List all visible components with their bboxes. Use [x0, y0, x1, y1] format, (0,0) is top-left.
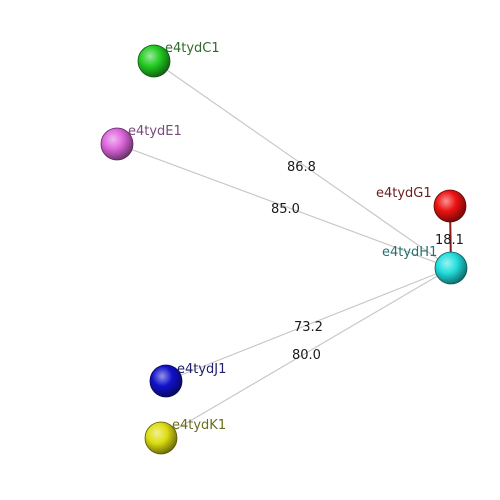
- node-layer: [100, 44, 468, 455]
- node-label-g1: e4tydG1: [376, 186, 432, 201]
- node-label-h1: e4tydH1: [382, 245, 437, 260]
- edge-label-c1-h1: 86.8: [287, 160, 316, 175]
- node-g1[interactable]: [433, 189, 467, 223]
- edge-k1-h1: [160, 267, 452, 439]
- edge-e1-h1: [116, 143, 452, 269]
- node-label-c1: e4tydC1: [165, 41, 220, 56]
- node-e1[interactable]: [100, 127, 134, 161]
- edge-label-k1-h1: 80.0: [292, 348, 321, 363]
- edge-label-e1-h1: 85.0: [271, 202, 300, 217]
- node-c1[interactable]: [137, 44, 171, 78]
- edge-j1-h1: [165, 267, 452, 382]
- edge-label-j1-h1: 73.2: [294, 320, 323, 335]
- node-label-k1: e4tydK1: [172, 418, 226, 433]
- node-label-j1: e4tydJ1: [177, 362, 226, 377]
- node-k1[interactable]: [144, 421, 178, 455]
- node-h1[interactable]: [434, 251, 468, 285]
- node-label-e1: e4tydE1: [128, 124, 182, 139]
- edge-label-g1-h1: 18.1: [435, 233, 464, 248]
- edge-label-layer: 86.8 85.0 18.1 73.2 80.0: [271, 160, 464, 363]
- edge-c1-h1: [153, 60, 452, 269]
- node-label-layer: e4tydC1 e4tydE1 e4tydG1 e4tydH1 e4tydJ1 …: [128, 41, 437, 433]
- node-j1[interactable]: [149, 364, 183, 398]
